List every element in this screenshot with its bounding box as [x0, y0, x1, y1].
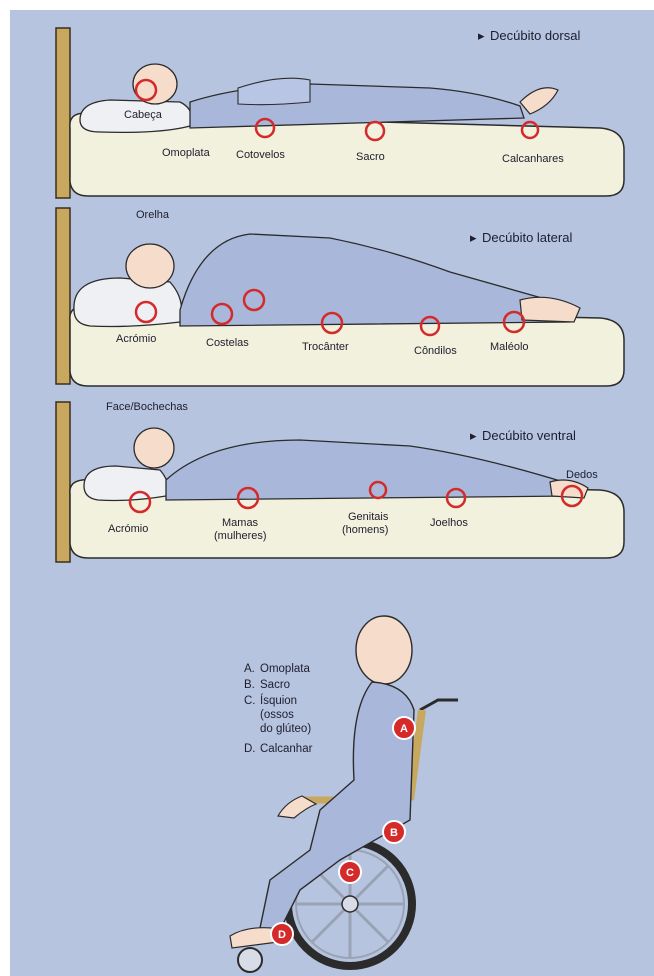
label-genitais: Genitais — [348, 511, 389, 523]
bed-headboard — [56, 28, 70, 198]
label-costelas: Costelas — [206, 337, 249, 349]
label-calcanhares: Calcanhares — [502, 153, 564, 165]
label-joelhos: Joelhos — [430, 517, 468, 529]
label-orelha: Orelha — [136, 209, 170, 221]
label-trocanter: Trocânter — [302, 341, 349, 353]
title-arrow-ventral: ▸ — [470, 428, 477, 443]
title-ventral: Decúbito ventral — [482, 428, 576, 443]
label-cotovelos: Cotovelos — [236, 149, 285, 161]
marker-a: A — [393, 717, 415, 739]
title-lateral: Decúbito lateral — [482, 230, 572, 245]
legend-text-d: Calcanhar — [260, 743, 313, 755]
scene-ventral: ▸ Decúbito ventral Face/Bochechas Acrómi… — [56, 401, 624, 562]
pillow — [84, 466, 168, 501]
title-arrow-lateral: ▸ — [470, 230, 477, 245]
legend-letter-b: B. — [244, 679, 255, 691]
legend-text-c3: do glúteo) — [260, 723, 311, 735]
pillow — [74, 278, 182, 327]
scene-lateral: ▸ Decúbito lateral Orelha Acrómio Costel… — [56, 208, 624, 386]
label-omoplata: Omoplata — [162, 147, 211, 159]
label-dedos: Dedos — [566, 469, 598, 481]
legend-letter-c: C. — [244, 695, 256, 707]
label-cabeca: Cabeça — [124, 109, 163, 121]
label-maleolo: Maléolo — [490, 341, 529, 353]
marker-d: D — [271, 923, 293, 945]
svg-text:A: A — [400, 723, 408, 735]
title-dorsal: Decúbito dorsal — [490, 28, 580, 43]
label-sacro: Sacro — [356, 151, 385, 163]
scene-dorsal: ▸ Decúbito dorsal Cabeça Omoplata Cotove… — [56, 28, 624, 198]
svg-text:D: D — [278, 929, 286, 941]
svg-text:C: C — [346, 867, 354, 879]
patient-feet — [520, 88, 558, 114]
label-acromio: Acrómio — [116, 333, 156, 345]
label-face-bochechas: Face/Bochechas — [106, 401, 188, 413]
legend-text-a: Omoplata — [260, 663, 310, 675]
patient-arms — [238, 78, 310, 104]
scene-wheelchair: A. Omoplata B. Sacro C. Ísquion (ossos d… — [230, 616, 458, 972]
caster-wheel — [238, 948, 262, 972]
wheel-hub — [342, 896, 358, 912]
pressure-points-illustration: ▸ Decúbito dorsal Cabeça Omoplata Cotove… — [10, 10, 654, 976]
bed-headboard — [56, 208, 70, 384]
seated-patient-head — [356, 616, 412, 684]
marker-c: C — [339, 861, 361, 883]
legend-text-c2: (ossos — [260, 709, 294, 721]
patient-feet — [520, 297, 580, 322]
legend-letter-d: D. — [244, 743, 256, 755]
illustration-panel: ▸ Decúbito dorsal Cabeça Omoplata Cotove… — [10, 10, 654, 976]
title-arrow-dorsal: ▸ — [478, 28, 485, 43]
label-mamas: Mamas — [222, 517, 259, 529]
legend-text-c: Ísquion — [260, 694, 297, 707]
legend-letter-a: A. — [244, 663, 255, 675]
label-genitais-sub: (homens) — [342, 524, 388, 536]
label-acromio: Acrómio — [108, 523, 148, 535]
patient-head — [126, 244, 174, 288]
marker-b: B — [383, 821, 405, 843]
patient-head — [134, 428, 174, 468]
label-mamas-sub: (mulheres) — [214, 530, 267, 542]
label-condilos: Côndilos — [414, 345, 457, 357]
legend-text-b: Sacro — [260, 679, 290, 691]
push-handle — [420, 700, 458, 710]
wheelchair-legend: A. Omoplata B. Sacro C. Ísquion (ossos d… — [244, 663, 313, 755]
bed-headboard — [56, 402, 70, 562]
svg-text:B: B — [390, 827, 398, 839]
